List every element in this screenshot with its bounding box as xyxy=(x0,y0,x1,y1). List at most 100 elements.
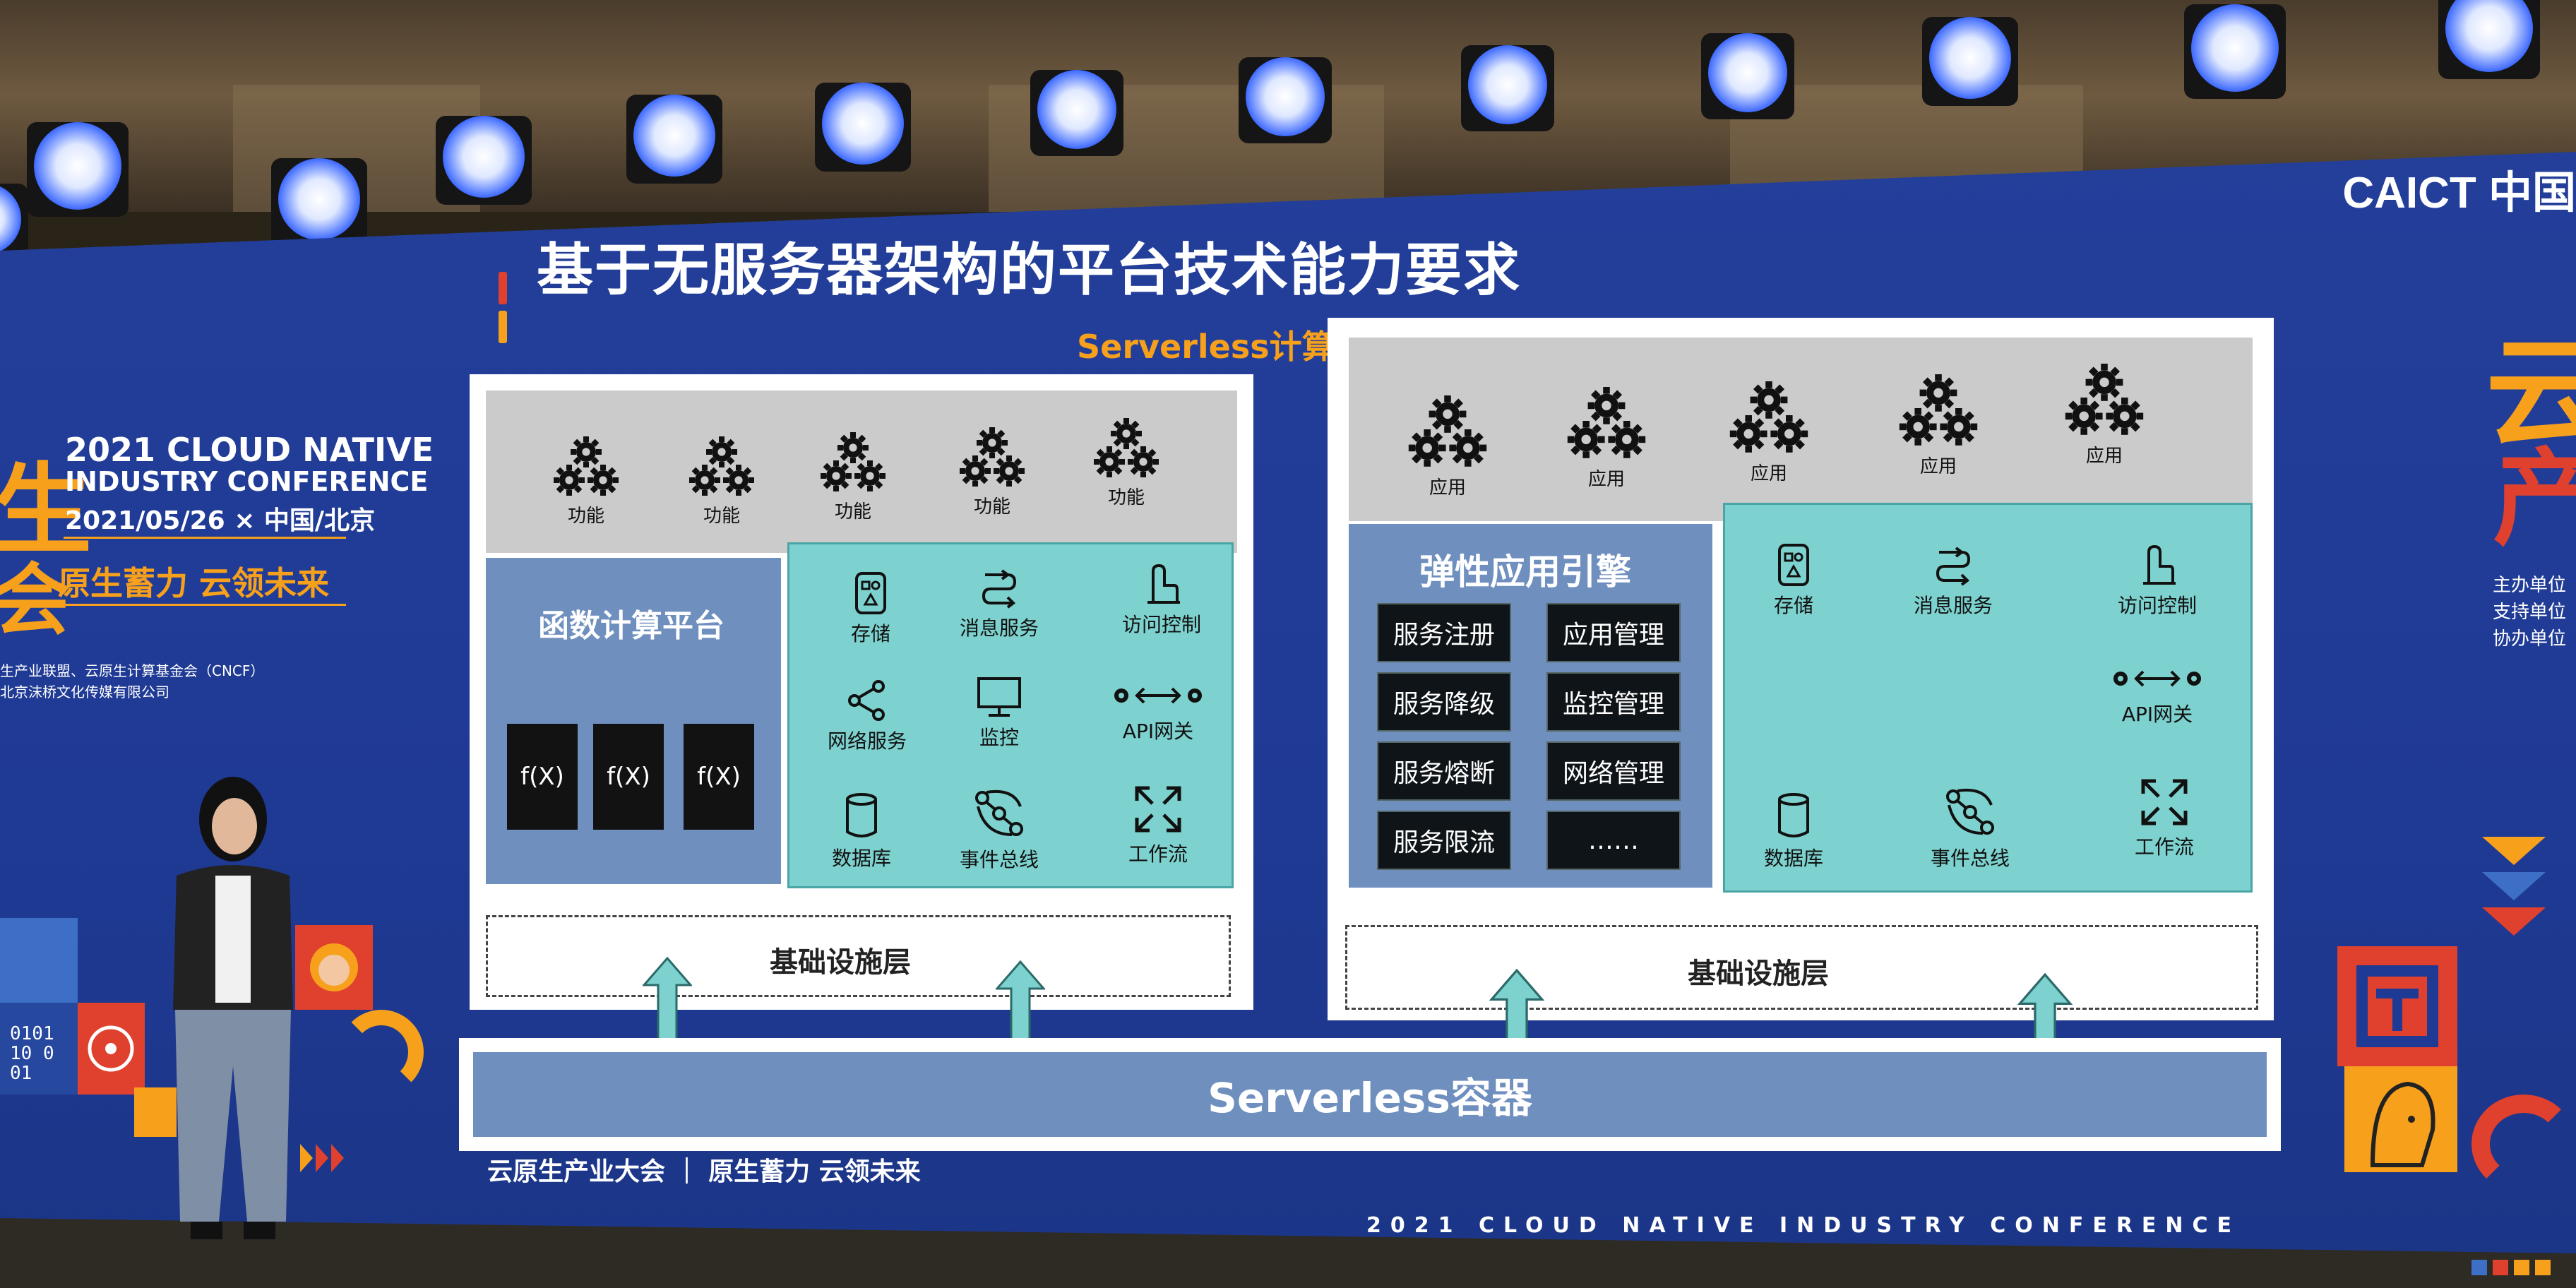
event-bus-icon xyxy=(1907,784,2034,840)
stage-light xyxy=(34,122,121,210)
access-control-icon xyxy=(2094,542,2221,588)
network-icon xyxy=(804,678,931,723)
kubernetes-icon xyxy=(78,1003,145,1095)
gears-label: 功能 xyxy=(703,506,740,527)
service-item: 存储 xyxy=(1730,542,1857,619)
message-icon xyxy=(936,565,1063,610)
gears-label: 应用 xyxy=(1919,456,1957,477)
gears-item: 功能 xyxy=(540,436,632,527)
title-accent-bar xyxy=(499,311,507,343)
engine-feature-tile: 服务降级 xyxy=(1377,672,1511,732)
elastic-app-engine-title: 弹性应用引擎 xyxy=(1419,551,1631,592)
service-label: 监控 xyxy=(979,726,1019,749)
banner-organizer: 协办单位 xyxy=(2493,628,2567,650)
decor-block xyxy=(134,1087,177,1137)
message-icon xyxy=(1890,542,2017,588)
banner-slogan: 原生蓄力 云领未来 xyxy=(58,564,330,602)
gears-icon xyxy=(2058,364,2150,440)
infrastructure-label: 基础设施层 xyxy=(1688,958,1829,990)
serverless-container-label: Serverless容器 xyxy=(1208,1074,1532,1122)
gears-item: 功能 xyxy=(1080,418,1172,509)
workflow-icon xyxy=(2101,775,2228,829)
engine-feature-tile: 网络管理 xyxy=(1546,741,1681,801)
service-item: 访问控制 xyxy=(1098,561,1225,638)
service-label: 事件总线 xyxy=(1930,847,2010,870)
banner-organizer: 北京沫桥文化传媒有限公司 xyxy=(0,684,169,700)
stage-light xyxy=(1246,57,1325,136)
engine-feature-tile: 服务熔断 xyxy=(1377,741,1511,801)
gears-label: 应用 xyxy=(1429,477,1466,499)
engine-feature-tile: 服务注册 xyxy=(1377,603,1511,662)
infrastructure-label: 基础设施层 xyxy=(770,946,911,979)
banner-big-character: 云 xyxy=(2486,325,2576,465)
stage-light xyxy=(633,95,715,177)
service-label: 工作流 xyxy=(2134,835,2194,859)
gears-icon xyxy=(1080,418,1172,482)
gears-item: 功能 xyxy=(807,432,899,523)
banner-conference-name: 2021 CLOUD NATIVE xyxy=(65,431,434,469)
engine-feature-tile: 应用管理 xyxy=(1546,603,1681,662)
service-item: 数据库 xyxy=(798,791,925,871)
service-label: 访问控制 xyxy=(2117,594,2197,617)
stage-light xyxy=(278,158,360,240)
gears-icon xyxy=(1892,374,1984,451)
stage-light xyxy=(2191,4,2279,92)
workflow-icon xyxy=(1095,782,1222,836)
database-icon xyxy=(798,791,925,840)
service-label: 消息服务 xyxy=(959,616,1039,640)
face-decor xyxy=(2344,1066,2457,1172)
gears-item: 应用 xyxy=(1561,387,1652,491)
service-label: 事件总线 xyxy=(959,848,1039,871)
engine-feature-tile: …… xyxy=(1546,811,1681,870)
stage-light xyxy=(443,116,525,198)
footer-conference-name: 2021 CLOUD NATIVE INDUSTRY CONFERENCE xyxy=(1366,1213,2241,1238)
stage-light xyxy=(1037,70,1116,149)
service-label: 数据库 xyxy=(831,847,891,870)
logo-decor xyxy=(2337,946,2457,1066)
service-item: 数据库 xyxy=(1730,791,1857,871)
api-gateway-icon xyxy=(2094,661,2221,696)
serverless-container-bar: Serverless容器 xyxy=(459,1038,2281,1151)
access-control-icon xyxy=(1098,561,1225,607)
title-accent-bar xyxy=(499,272,507,304)
function-block: f(X) xyxy=(507,724,578,830)
service-item: API网关 xyxy=(2094,661,2221,727)
service-label: API网关 xyxy=(2121,703,2193,726)
stage-light xyxy=(1929,17,2011,99)
storage-icon xyxy=(807,571,934,616)
banner-organizer: 主办单位 xyxy=(2493,575,2567,596)
banner-date: 2021/05/26 × 中国/北京 xyxy=(65,506,376,535)
gears-label: 应用 xyxy=(1587,469,1625,490)
gears-item: 功能 xyxy=(946,427,1038,518)
arc-decor xyxy=(2471,1095,2576,1193)
slide-title: 基于无服务器架构的平台技术能力要求 xyxy=(537,237,1521,303)
gears-label: 功能 xyxy=(567,506,604,527)
service-label: 网络服务 xyxy=(827,729,907,753)
gears-icon xyxy=(676,436,768,500)
service-label: 存储 xyxy=(850,622,890,645)
service-label: 存储 xyxy=(1773,594,1813,617)
service-item: 网络服务 xyxy=(804,678,931,754)
service-item: 存储 xyxy=(807,571,934,647)
service-label: API网关 xyxy=(1122,720,1194,743)
footer-slogan: 云原生产业大会 ｜ 原生蓄力 云领未来 xyxy=(487,1157,921,1186)
function-block: f(X) xyxy=(593,724,664,830)
banner-organizer: 生产业联盟、云原生计算基金会（CNCF） xyxy=(0,662,265,679)
gears-icon xyxy=(946,427,1038,491)
up-arrow-icon xyxy=(994,960,1046,1048)
service-label: 工作流 xyxy=(1128,842,1188,866)
service-item: 工作流 xyxy=(2101,775,2228,860)
service-label: 访问控制 xyxy=(1121,613,1201,636)
gears-label: 功能 xyxy=(1107,487,1145,508)
banner-conference-name: INDUSTRY CONFERENCE xyxy=(65,466,429,497)
gears-item: 应用 xyxy=(1402,395,1493,499)
gears-label: 功能 xyxy=(973,496,1010,518)
event-bus-icon xyxy=(936,785,1063,842)
storage-icon xyxy=(1730,542,1857,588)
service-item: 访问控制 xyxy=(2094,542,2221,619)
service-item: 工作流 xyxy=(1095,782,1222,867)
service-item: 事件总线 xyxy=(1907,784,2034,871)
service-label: 数据库 xyxy=(1763,847,1823,870)
engine-feature-tile: 监控管理 xyxy=(1546,672,1681,732)
